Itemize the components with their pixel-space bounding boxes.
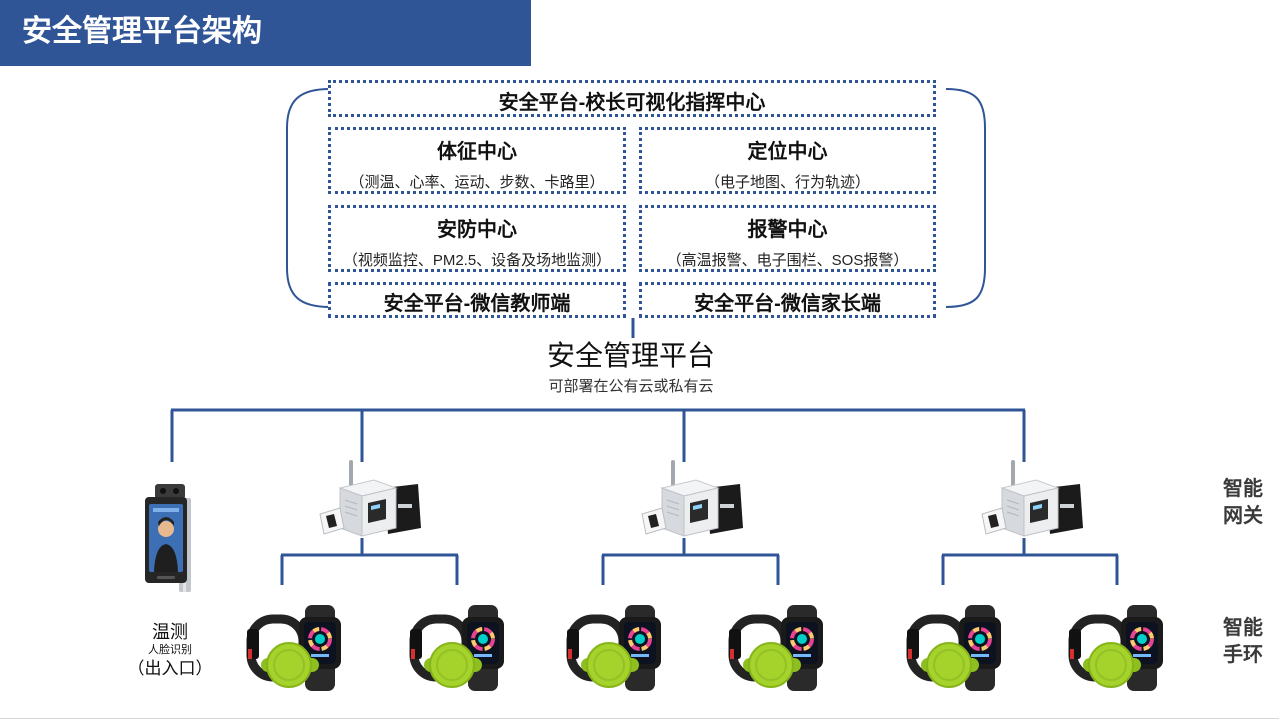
smart-band-icon [565, 605, 661, 691]
positioning-center-title: 定位中心 [747, 141, 828, 163]
bracket-left [286, 88, 331, 308]
teacher-wechat-box: 安全平台-微信教师端 [328, 282, 626, 318]
vital-signs-center-detail: （测温、心率、运动、步数、卡路里） [349, 174, 605, 191]
band-row-label: 智能 手环 [1218, 615, 1268, 669]
gateway-icon [640, 458, 744, 540]
command-center-title: 安全平台-校长可视化指挥中心 [498, 92, 766, 114]
vital-signs-center-box: 体征中心 （测温、心率、运动、步数、卡路里） [328, 127, 626, 194]
entrance-sublabel: 人脸识别 [148, 644, 192, 656]
page-title: 安全管理平台架构 [22, 15, 262, 48]
gateway-row-label-line2: 网关 [1223, 505, 1263, 527]
smart-band-icon [727, 605, 823, 691]
security-center-title: 安防中心 [437, 219, 517, 241]
command-center-box: 安全平台-校长可视化指挥中心 [328, 80, 936, 117]
alarm-center-box: 报警中心 （高温报警、电子围栏、SOS报警） [639, 205, 936, 272]
smart-band-icon [245, 605, 341, 691]
smart-band-icon [905, 605, 1001, 691]
gateway-1-branch [280, 538, 459, 585]
entrance-label: 温测 [152, 622, 188, 642]
positioning-center-box: 定位中心 （电子地图、行为轨迹） [639, 127, 936, 194]
parent-wechat-box: 安全平台-微信家长端 [639, 282, 936, 318]
alarm-center-title: 报警中心 [747, 219, 828, 241]
smart-band-icon [1067, 605, 1163, 691]
gateway-icon [318, 458, 422, 540]
gateway-row-label: 智能 网关 [1218, 476, 1268, 530]
parent-wechat-title: 安全平台-微信家长端 [694, 293, 881, 315]
band-row-label-line2: 手环 [1223, 644, 1263, 666]
security-center-box: 安防中心 （视频监控、PM2.5、设备及场地监测） [328, 205, 626, 272]
entrance-location: （出入口） [127, 659, 213, 678]
gateway-icon [980, 458, 1084, 540]
gateway-3-branch [941, 538, 1119, 585]
face-recognition-terminal-icon [143, 484, 197, 592]
smart-band-icon [408, 605, 504, 691]
platform-title: 安全管理平台 [546, 340, 715, 371]
header-banner: 安全管理平台架构 [0, 0, 531, 66]
security-center-detail: （视频监控、PM2.5、设备及场地监测） [342, 252, 612, 269]
bottom-divider [0, 718, 1279, 719]
teacher-wechat-title: 安全平台-微信教师端 [383, 293, 571, 315]
bracket-right [945, 88, 986, 308]
platform-subtitle: 可部署在公有云或私有云 [548, 378, 714, 395]
band-row-label-line1: 智能 [1223, 617, 1263, 639]
vital-signs-center-title: 体征中心 [437, 141, 517, 163]
alarm-center-detail: （高温报警、电子围栏、SOS报警） [666, 252, 909, 269]
positioning-center-detail: （电子地图、行为轨迹） [704, 174, 870, 191]
gateway-2-branch [601, 538, 780, 585]
gateway-row-label-line1: 智能 [1223, 478, 1263, 500]
